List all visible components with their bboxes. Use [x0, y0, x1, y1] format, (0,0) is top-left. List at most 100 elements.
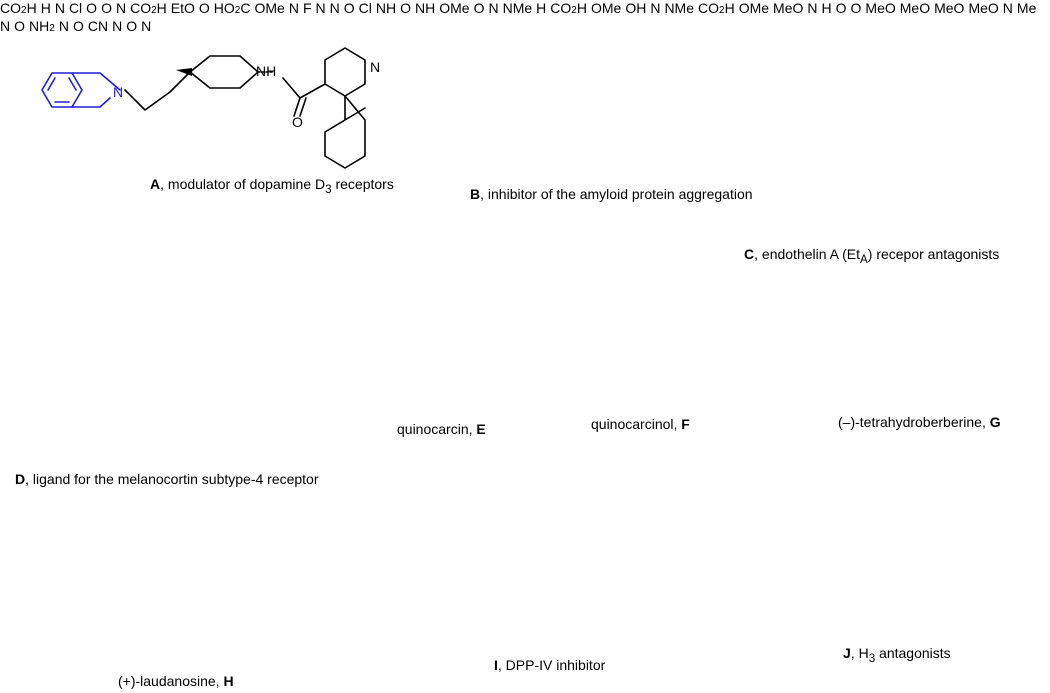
compound-j-n1-label: N	[112, 18, 123, 34]
compound-d-structure: N F N N O Cl NH O NH	[289, 0, 439, 17]
compound-g-n-label: N	[807, 0, 818, 16]
compound-c-structure: O O N CO2H EtO O HO2C OMe	[86, 0, 289, 17]
compound-d-n1-label: N	[288, 0, 299, 16]
compound-i-structure: N O NH2 N O CN	[0, 18, 112, 35]
compound-f-structure: OMe OH N NMe CO2H	[591, 0, 739, 17]
caption-g: (–)-tetrahydroberberine, G	[838, 414, 1001, 430]
caption-a-sub: 3	[325, 182, 332, 196]
compound-c-ome-label: OMe	[254, 0, 285, 16]
caption-c-letter: C	[744, 246, 755, 262]
compound-j-n2-label: N	[141, 18, 152, 34]
caption-c-desc: , endothelin A (Et	[754, 246, 860, 262]
compound-e-o-label: O	[473, 0, 485, 16]
caption-j: J, H3 antagonists	[843, 645, 951, 665]
compound-h-meo1-label: MeO	[865, 0, 896, 16]
caption-h-name: (+)-laudanosine,	[118, 673, 224, 689]
compound-e-h-label: H	[536, 0, 547, 16]
compound-j-structure: N O N	[112, 18, 151, 35]
compound-c-ho2c-label: HO2C	[213, 0, 251, 16]
compound-i-n2-label: N	[58, 18, 69, 34]
compound-g-o1-label: O	[835, 0, 847, 16]
caption-h: (+)-laudanosine, H	[118, 673, 234, 689]
compound-h-me-label: Me	[1016, 0, 1037, 16]
compound-a-structure: N NH O N	[41, 47, 380, 169]
compound-b-n-label: N	[54, 0, 65, 16]
compound-f-co2h-label: CO2H	[698, 0, 735, 16]
compound-d-f-label: F	[302, 0, 312, 16]
caption-b: B, inhibitor of the amyloid protein aggr…	[470, 186, 753, 202]
compound-h-meo2-label: MeO	[899, 0, 931, 16]
caption-i: I, DPP-IV inhibitor	[494, 657, 605, 673]
caption-a: A, modulator of dopamine D3 receptors	[150, 176, 394, 196]
caption-b-desc: , inhibitor of the amyloid protein aggre…	[480, 186, 753, 202]
compound-d-n3-label: N	[329, 0, 340, 16]
compound-h-meo4-label: MeO	[968, 0, 999, 16]
compound-g-meo-label: MeO	[773, 0, 804, 16]
caption-b-letter: B	[470, 186, 481, 202]
compound-e-co2h-label: CO2H	[550, 0, 587, 16]
caption-e: quinocarcin, E	[397, 421, 486, 437]
compound-b-cl-label: Cl	[68, 0, 83, 16]
caption-j-letter: J	[843, 645, 851, 661]
compound-b-structure: CO2H H N Cl	[0, 0, 86, 17]
caption-d-letter: D	[15, 471, 26, 487]
compound-b-h-label: H	[40, 0, 51, 16]
compound-e-n-label: N	[488, 0, 499, 16]
compound-d-o1-label: O	[343, 0, 355, 16]
compound-h-structure: MeO MeO MeO MeO N Me	[865, 0, 1036, 17]
compound-d-ring-nh-label: NH	[415, 0, 436, 16]
caption-i-desc: , DPP-IV inhibitor	[497, 657, 606, 673]
compound-j-o-label: O	[126, 18, 138, 34]
caption-a-letter: A	[150, 176, 161, 192]
caption-d: D, ligand for the melanocortin subtype-4…	[15, 471, 319, 487]
compound-a-quinoline-n-label: N	[370, 59, 380, 75]
caption-g-name: (–)-tetrahydroberberine,	[838, 414, 990, 430]
caption-c-sub: A	[859, 252, 868, 266]
compound-i-o1-label: O	[14, 18, 26, 34]
compound-g-ome-label: OMe	[738, 0, 770, 16]
compound-c-eto-label: EtO	[170, 0, 195, 16]
compound-d-n2-label: N	[315, 0, 326, 16]
caption-a-desc-end: receptors	[331, 176, 394, 192]
compound-i-o2-label: O	[72, 18, 84, 34]
caption-i-letter: I	[494, 657, 498, 673]
compound-g-o2-label: O	[850, 0, 862, 16]
caption-f: quinocarcinol, F	[591, 416, 690, 432]
compound-d-cl-label: Cl	[358, 0, 372, 16]
compound-c-o3-label: O	[198, 0, 210, 16]
compound-a-o-label: O	[292, 114, 303, 130]
compound-c-o1-label: O	[86, 0, 98, 16]
caption-e-letter: E	[476, 421, 486, 437]
compound-i-n1-label: N	[0, 18, 11, 34]
caption-c-desc-end: ) recepor antagonists	[867, 246, 1000, 262]
caption-g-letter: G	[989, 414, 1001, 430]
caption-f-letter: F	[681, 416, 690, 432]
compound-f-n-label: N	[650, 0, 661, 16]
caption-f-name: quinocarcinol,	[591, 416, 682, 432]
compound-g-h-label: H	[821, 0, 832, 16]
compound-d-nh-label: NH	[375, 0, 397, 16]
compound-a-n-label: N	[113, 84, 123, 100]
compound-g-structure: OMe MeO N H O O	[739, 0, 866, 17]
compound-a-nh-label: NH	[256, 63, 276, 79]
compound-f-ome-label: OMe	[590, 0, 622, 16]
compound-h-n-label: N	[1002, 0, 1013, 16]
compound-b-co2h-label: CO2H	[0, 0, 37, 16]
caption-e-name: quinocarcin,	[397, 421, 477, 437]
compound-h-meo3-label: MeO	[934, 0, 965, 16]
compound-d-o2-label: O	[400, 0, 411, 16]
caption-h-letter: H	[223, 673, 234, 689]
caption-j-sub: 3	[868, 651, 876, 665]
caption-d-desc: , ligand for the melanocortin subtype-4 …	[25, 471, 319, 487]
caption-a-desc: , modulator of dopamine D	[160, 176, 326, 192]
caption-j-desc: , H	[850, 645, 869, 661]
compound-e-ome-label: OMe	[439, 0, 470, 16]
compound-c-n-label: N	[115, 0, 127, 16]
compound-c-co2h-label: CO2H	[130, 0, 167, 16]
compound-i-cn-label: CN	[87, 18, 109, 34]
compound-c-o2-label: O	[101, 0, 112, 16]
compound-f-nme-label: NMe	[664, 0, 694, 16]
compound-e-nme-label: NMe	[502, 0, 533, 16]
